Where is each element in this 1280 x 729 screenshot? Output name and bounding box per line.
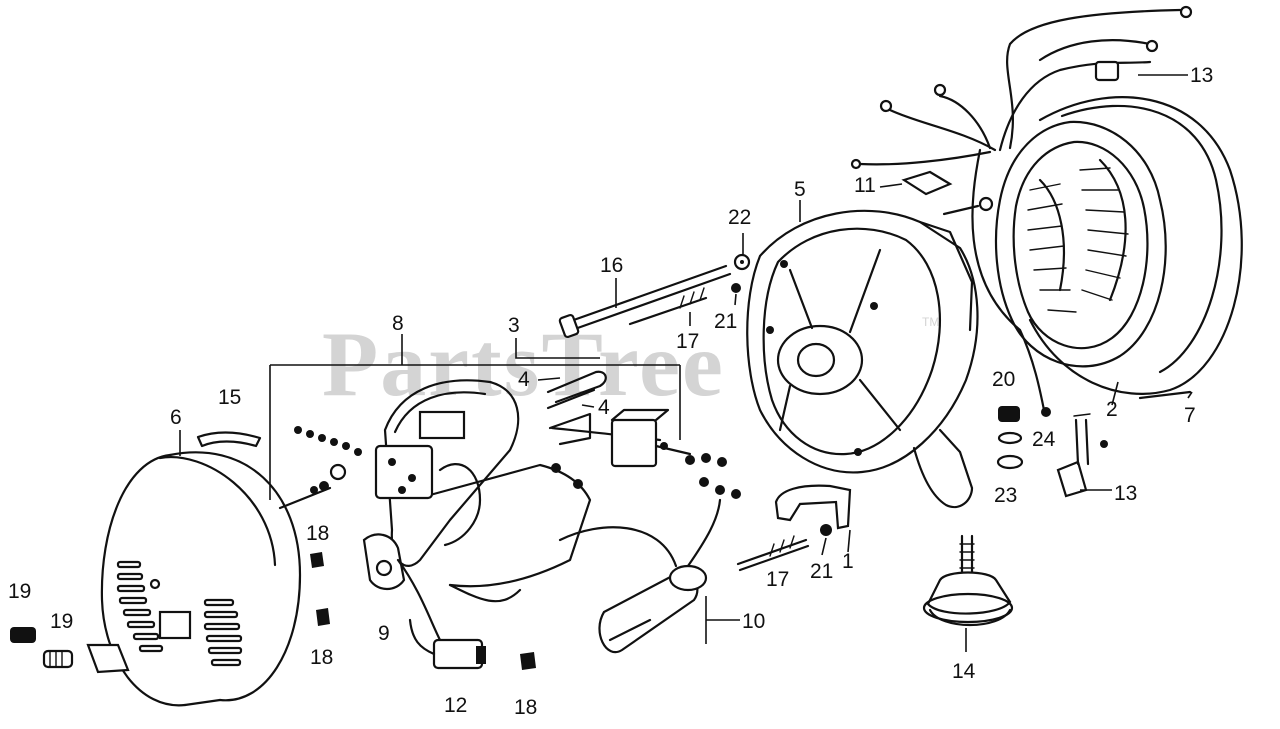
part-front-frame (746, 209, 979, 509)
callout-14: 14 (952, 660, 976, 683)
callout-4-lower: 4 (598, 396, 610, 419)
callout-8: 8 (392, 312, 404, 335)
part-capacitor (558, 498, 722, 654)
callout-13-top: 13 (1190, 64, 1213, 87)
callout-5: 5 (794, 178, 806, 201)
part-screw-row (278, 426, 362, 510)
callout-11: 11 (854, 174, 876, 197)
part-stator-housing (994, 96, 1243, 400)
callout-17-top: 17 (676, 330, 699, 353)
part-bracket-arm (774, 484, 852, 530)
callout-24: 24 (1032, 428, 1056, 451)
callout-21-bottom: 21 (810, 560, 833, 583)
part-small-bracket (901, 170, 953, 196)
callout-6: 6 (170, 406, 182, 429)
callout-20: 20 (992, 368, 1015, 391)
callout-12: 12 (444, 694, 467, 717)
part-washers-21-22 (731, 253, 832, 536)
callout-22: 22 (728, 206, 751, 229)
watermark-text: PartsTree (322, 313, 725, 415)
callout-21-top: 21 (714, 310, 737, 333)
callout-17-bottom: 17 (766, 568, 789, 591)
bracket-plate (418, 410, 466, 440)
callout-18-bottom: 18 (514, 696, 537, 719)
callout-4-upper: 4 (518, 368, 530, 391)
cover-vent-slots (116, 560, 243, 667)
callout-15: 15 (218, 386, 241, 409)
part-screws-18 (310, 552, 536, 670)
stator-windings (1027, 158, 1129, 313)
callout-13-bottom: 13 (1114, 482, 1137, 505)
callout-18-middle: 18 (310, 646, 333, 669)
part-nut-washers (996, 406, 1024, 470)
part-rear-bracket (374, 379, 662, 603)
callout-1: 1 (842, 550, 854, 573)
part-label-strip (196, 431, 262, 448)
callout-3: 3 (508, 314, 520, 337)
part-cap-screws (10, 627, 74, 669)
callout-19-left: 19 (8, 580, 31, 603)
leader-lines (179, 74, 1193, 652)
part-end-cover (100, 451, 302, 707)
callout-2: 2 (1106, 398, 1118, 421)
callout-9: 9 (378, 622, 390, 645)
callout-16: 16 (600, 254, 623, 277)
callout-18-upper: 18 (306, 522, 329, 545)
part-switch-box (610, 408, 692, 468)
part-plug (408, 618, 486, 670)
part-wiring-harness (850, 5, 1193, 417)
callouts: 13 5 11 22 16 21 17 8 3 4 4 15 6 20 2 7 … (8, 64, 1213, 719)
part-through-bolts (558, 264, 810, 572)
watermark-trademark: TM (922, 315, 939, 329)
part-decal (86, 643, 130, 674)
cover-window (158, 610, 192, 640)
callout-19-right: 19 (50, 610, 73, 633)
part-nuts-cluster (685, 453, 741, 499)
part-clips (546, 370, 607, 446)
part-small-screw (942, 204, 980, 216)
part-rubber-mount (922, 534, 1014, 626)
callout-23: 23 (994, 484, 1017, 507)
callout-10: 10 (742, 610, 765, 633)
callout-7: 7 (1184, 404, 1196, 427)
part-terminal (1056, 413, 1108, 498)
watermark: PartsTree TM (322, 313, 939, 415)
part-connector (362, 533, 442, 642)
